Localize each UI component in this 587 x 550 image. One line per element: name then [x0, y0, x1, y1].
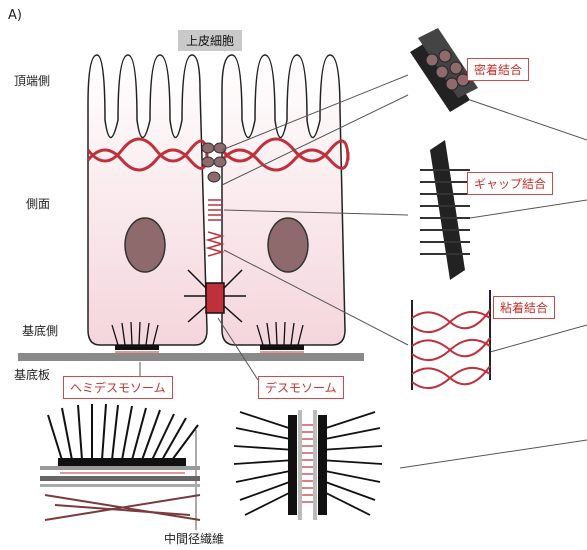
label-basal: 基底側 — [22, 322, 58, 339]
diagram-title: 上皮細胞 — [178, 30, 242, 51]
hemidesmosome-detail — [40, 404, 200, 520]
basement-membrane-bar — [18, 353, 364, 361]
left-nucleus — [125, 218, 165, 272]
label-adherens-junction: 粘着結合 — [493, 296, 555, 319]
label-intermediate-filaments: 中間径繊維 — [164, 530, 224, 547]
label-apical: 頂端側 — [14, 72, 50, 89]
gap-junction-detail — [420, 140, 470, 280]
panel-label: A) — [8, 8, 22, 23]
label-tight-junction: 密着結合 — [467, 58, 529, 81]
desmosome-detail — [234, 410, 382, 520]
gap-junction-stripes — [208, 200, 222, 220]
label-gap-junction: ギャップ結合 — [467, 172, 553, 195]
label-hemidesmosome: ヘミデスモソーム — [63, 376, 173, 399]
left-cell — [88, 55, 207, 345]
label-basement-membrane: 基底板 — [14, 366, 50, 383]
right-nucleus — [268, 218, 308, 272]
label-desmosome: デスモソーム — [258, 376, 344, 399]
label-lateral: 側面 — [26, 195, 50, 212]
adherens-junction-zigzag — [208, 232, 222, 256]
adherens-junction-detail — [412, 290, 490, 390]
right-cell — [222, 55, 345, 345]
